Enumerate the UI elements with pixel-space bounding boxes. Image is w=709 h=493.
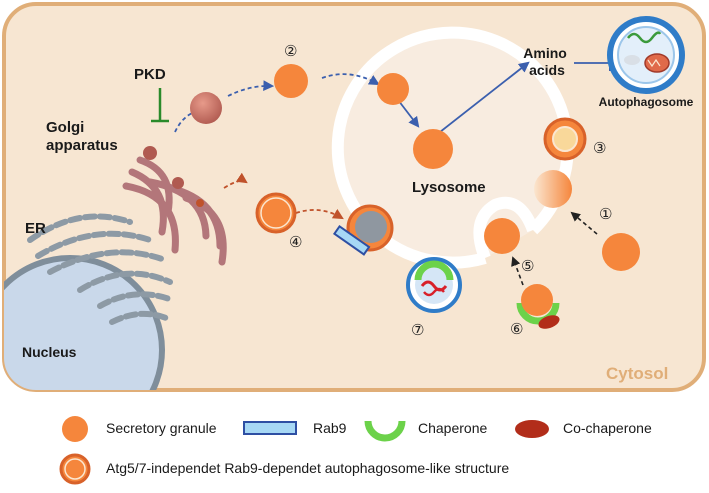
legend-autophagosome-like-label: Atg5/7-independet Rab9-dependet autophag…: [106, 460, 510, 476]
granule: [377, 73, 409, 105]
nucleus-label: Nucleus: [22, 344, 77, 360]
autophagosome-like-4: [255, 192, 297, 234]
legend-chaperone-label: Chaperone: [418, 420, 488, 436]
er-stacks: [27, 213, 175, 325]
legend-rab9-icon: [243, 421, 297, 435]
step-4: ④: [289, 233, 302, 251]
pathway-diagram: PKD Golgi apparatus ER Nucleus Lysosome …: [2, 2, 706, 392]
structure-7: [406, 257, 462, 313]
legend-co-chaperone-label: Co-chaperone: [563, 420, 652, 436]
legend: Secretory granule Rab9 Chaperone Co-chap…: [0, 395, 709, 493]
nucleus: [4, 255, 165, 390]
step-7: ⑦: [411, 321, 424, 339]
chaperone-granule: [516, 284, 560, 329]
step-2: ②: [284, 42, 297, 60]
autophagosome: [607, 16, 685, 94]
granule: [413, 129, 453, 169]
golgi-vesicle: [196, 199, 204, 207]
legend-autophagosome-like-icon: [59, 453, 91, 485]
legend-granule-icon: [62, 416, 88, 442]
granule: [274, 64, 308, 98]
pkd-label: PKD: [134, 66, 166, 83]
golgi-vesicle: [143, 146, 157, 160]
golgi-label: Golgi apparatus: [46, 119, 118, 154]
step-6: ⑥: [510, 320, 523, 338]
legend-symbols: [59, 416, 549, 485]
golgi-apparatus: [122, 156, 227, 266]
legend-co-chaperone-icon: [515, 420, 549, 438]
granule: [602, 233, 640, 271]
autophagosome-like-structures: [255, 117, 587, 256]
legend-chaperone-icon: [364, 420, 406, 442]
step-1: ①: [599, 205, 612, 223]
step-3: ③: [593, 139, 606, 157]
autophagosome-label: Autophagosome: [599, 95, 694, 109]
er-label: ER: [25, 220, 46, 237]
amino-acids-label: Amino acids: [523, 45, 570, 78]
secretory-granules: [190, 64, 640, 271]
step-markers: ① ② ③ ④ ⑤ ⑥ ⑦: [284, 42, 612, 339]
rab9-docking-complex: [332, 204, 394, 256]
step-5: ⑤: [521, 257, 534, 275]
pathway-arrows: [151, 55, 611, 286]
lysosome-label: Lysosome: [412, 179, 486, 196]
autophagosome-like-3: [543, 117, 587, 161]
granule-pkd: [190, 92, 222, 124]
golgi-vesicle: [172, 177, 184, 189]
legend-rab9-label: Rab9: [313, 420, 347, 436]
legend-granule-label: Secretory granule: [106, 420, 217, 436]
granule: [484, 218, 520, 254]
cytosol-label: Cytosol: [606, 364, 668, 383]
granule-fusing: [534, 170, 572, 208]
